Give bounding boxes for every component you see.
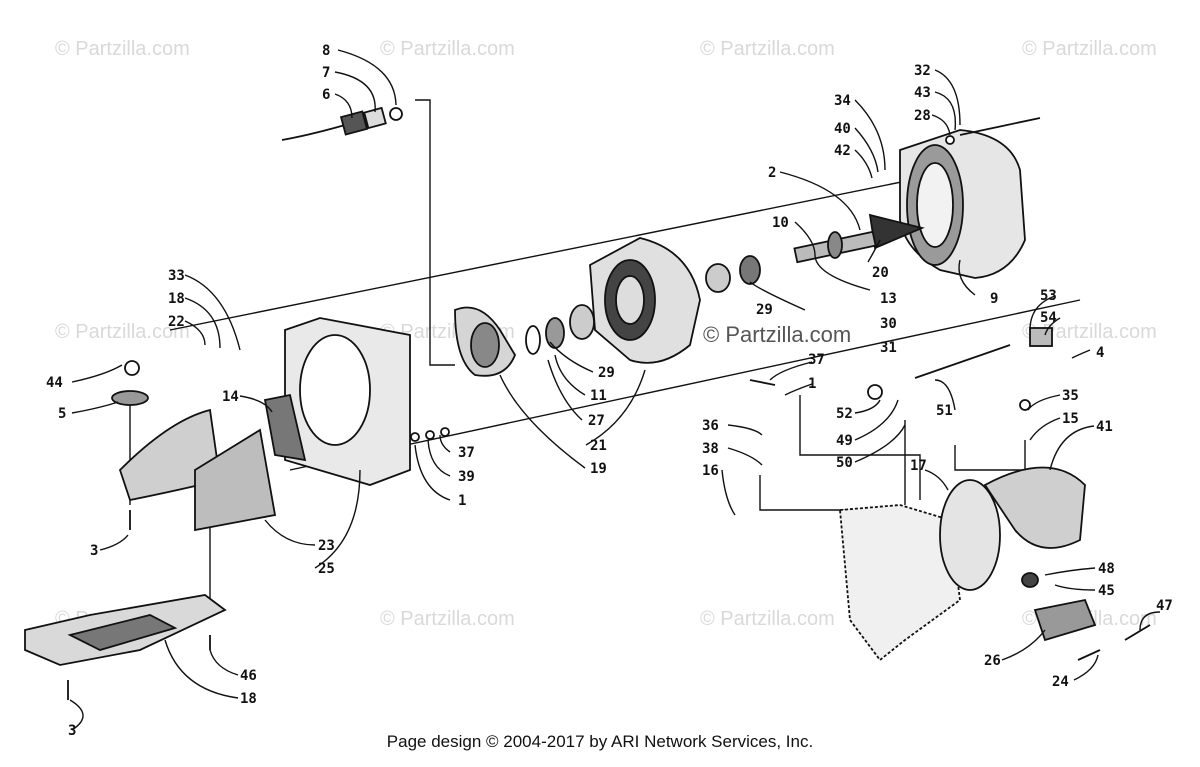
pump-nozzle-housing [899,129,1026,279]
callout-31: 31 [880,340,897,356]
callout-1-mid: 1 [458,493,466,509]
steering-nozzle [839,466,1097,662]
callout-15: 15 [1062,411,1079,427]
callout-3-left: 3 [90,543,98,559]
ride-plate [24,594,227,666]
callout-40: 40 [834,121,851,137]
callout-labels: 8 7 6 32 43 28 34 40 42 2 10 20 13 30 31… [46,43,1173,739]
watermark: © Partzilla.com [55,38,190,60]
callout-39: 39 [458,469,475,485]
bearing-housing [589,237,701,364]
callout-9: 9 [990,291,998,307]
callout-37-mid: 37 [458,445,475,461]
callout-1-top: 1 [808,376,816,392]
callout-49: 49 [836,433,853,449]
watermark: © Partzilla.com [700,38,835,60]
callout-41: 41 [1096,419,1113,435]
callout-44: 44 [46,375,63,391]
callout-13: 13 [880,291,897,307]
watermark: © Partzilla.com [700,608,835,630]
callout-11: 11 [590,388,607,404]
callout-28: 28 [914,108,931,124]
callout-25: 25 [318,561,335,577]
cable-assembly [281,106,403,141]
callout-16: 16 [702,463,719,479]
callout-43: 43 [914,85,931,101]
callout-47: 47 [1156,598,1173,614]
callout-18-bottom: 18 [240,691,257,707]
callout-30: 30 [880,316,897,332]
callout-38: 38 [702,441,719,457]
watermark: © Partzilla.com [1022,38,1157,60]
fasteners [67,117,1151,700]
callout-22: 22 [168,314,185,330]
callout-34: 34 [834,93,851,109]
callout-21: 21 [590,438,607,454]
callout-52: 52 [836,406,853,422]
callout-50: 50 [836,455,853,471]
callout-32: 32 [914,63,931,79]
callout-20: 20 [872,265,889,281]
callout-46: 46 [240,668,257,684]
callout-7: 7 [322,65,330,81]
intake-grate [111,360,277,532]
watermark: © Partzilla.com [1022,321,1157,343]
callout-29-mid: 29 [598,365,615,381]
callout-53: 53 [1040,288,1057,304]
callout-26: 26 [984,653,1001,669]
callout-14: 14 [222,389,239,405]
callout-6: 6 [322,87,330,103]
callout-33: 33 [168,268,185,284]
page-footer: Page design © 2004-2017 by ARI Network S… [386,732,814,751]
callout-51: 51 [936,403,953,419]
callout-18-top: 18 [168,291,185,307]
watermark-center: © Partzilla.com [703,322,851,347]
impeller [454,306,517,377]
bearings [525,255,761,355]
watermark: © Partzilla.com [55,321,190,343]
watermark: © Partzilla.com [380,608,515,630]
leader-lines [69,49,1161,731]
callout-37-top: 37 [808,352,825,368]
callout-54: 54 [1040,310,1057,326]
callout-45: 45 [1098,583,1115,599]
callout-27: 27 [588,413,605,429]
callout-42: 42 [834,143,851,159]
callout-17: 17 [910,458,927,474]
callout-8: 8 [322,43,330,59]
callout-48: 48 [1098,561,1115,577]
callout-4: 4 [1096,345,1104,361]
callout-19: 19 [590,461,607,477]
callout-29-top: 29 [756,302,773,318]
callout-23: 23 [318,538,335,554]
callout-36: 36 [702,418,719,434]
callout-10: 10 [772,215,789,231]
callout-5: 5 [58,406,66,422]
watermark: © Partzilla.com [380,38,515,60]
callout-35: 35 [1062,388,1079,404]
callout-2: 2 [768,165,776,181]
mounting-plate [263,317,411,486]
callout-24: 24 [1052,674,1069,690]
callout-3-bottom: 3 [68,723,76,739]
